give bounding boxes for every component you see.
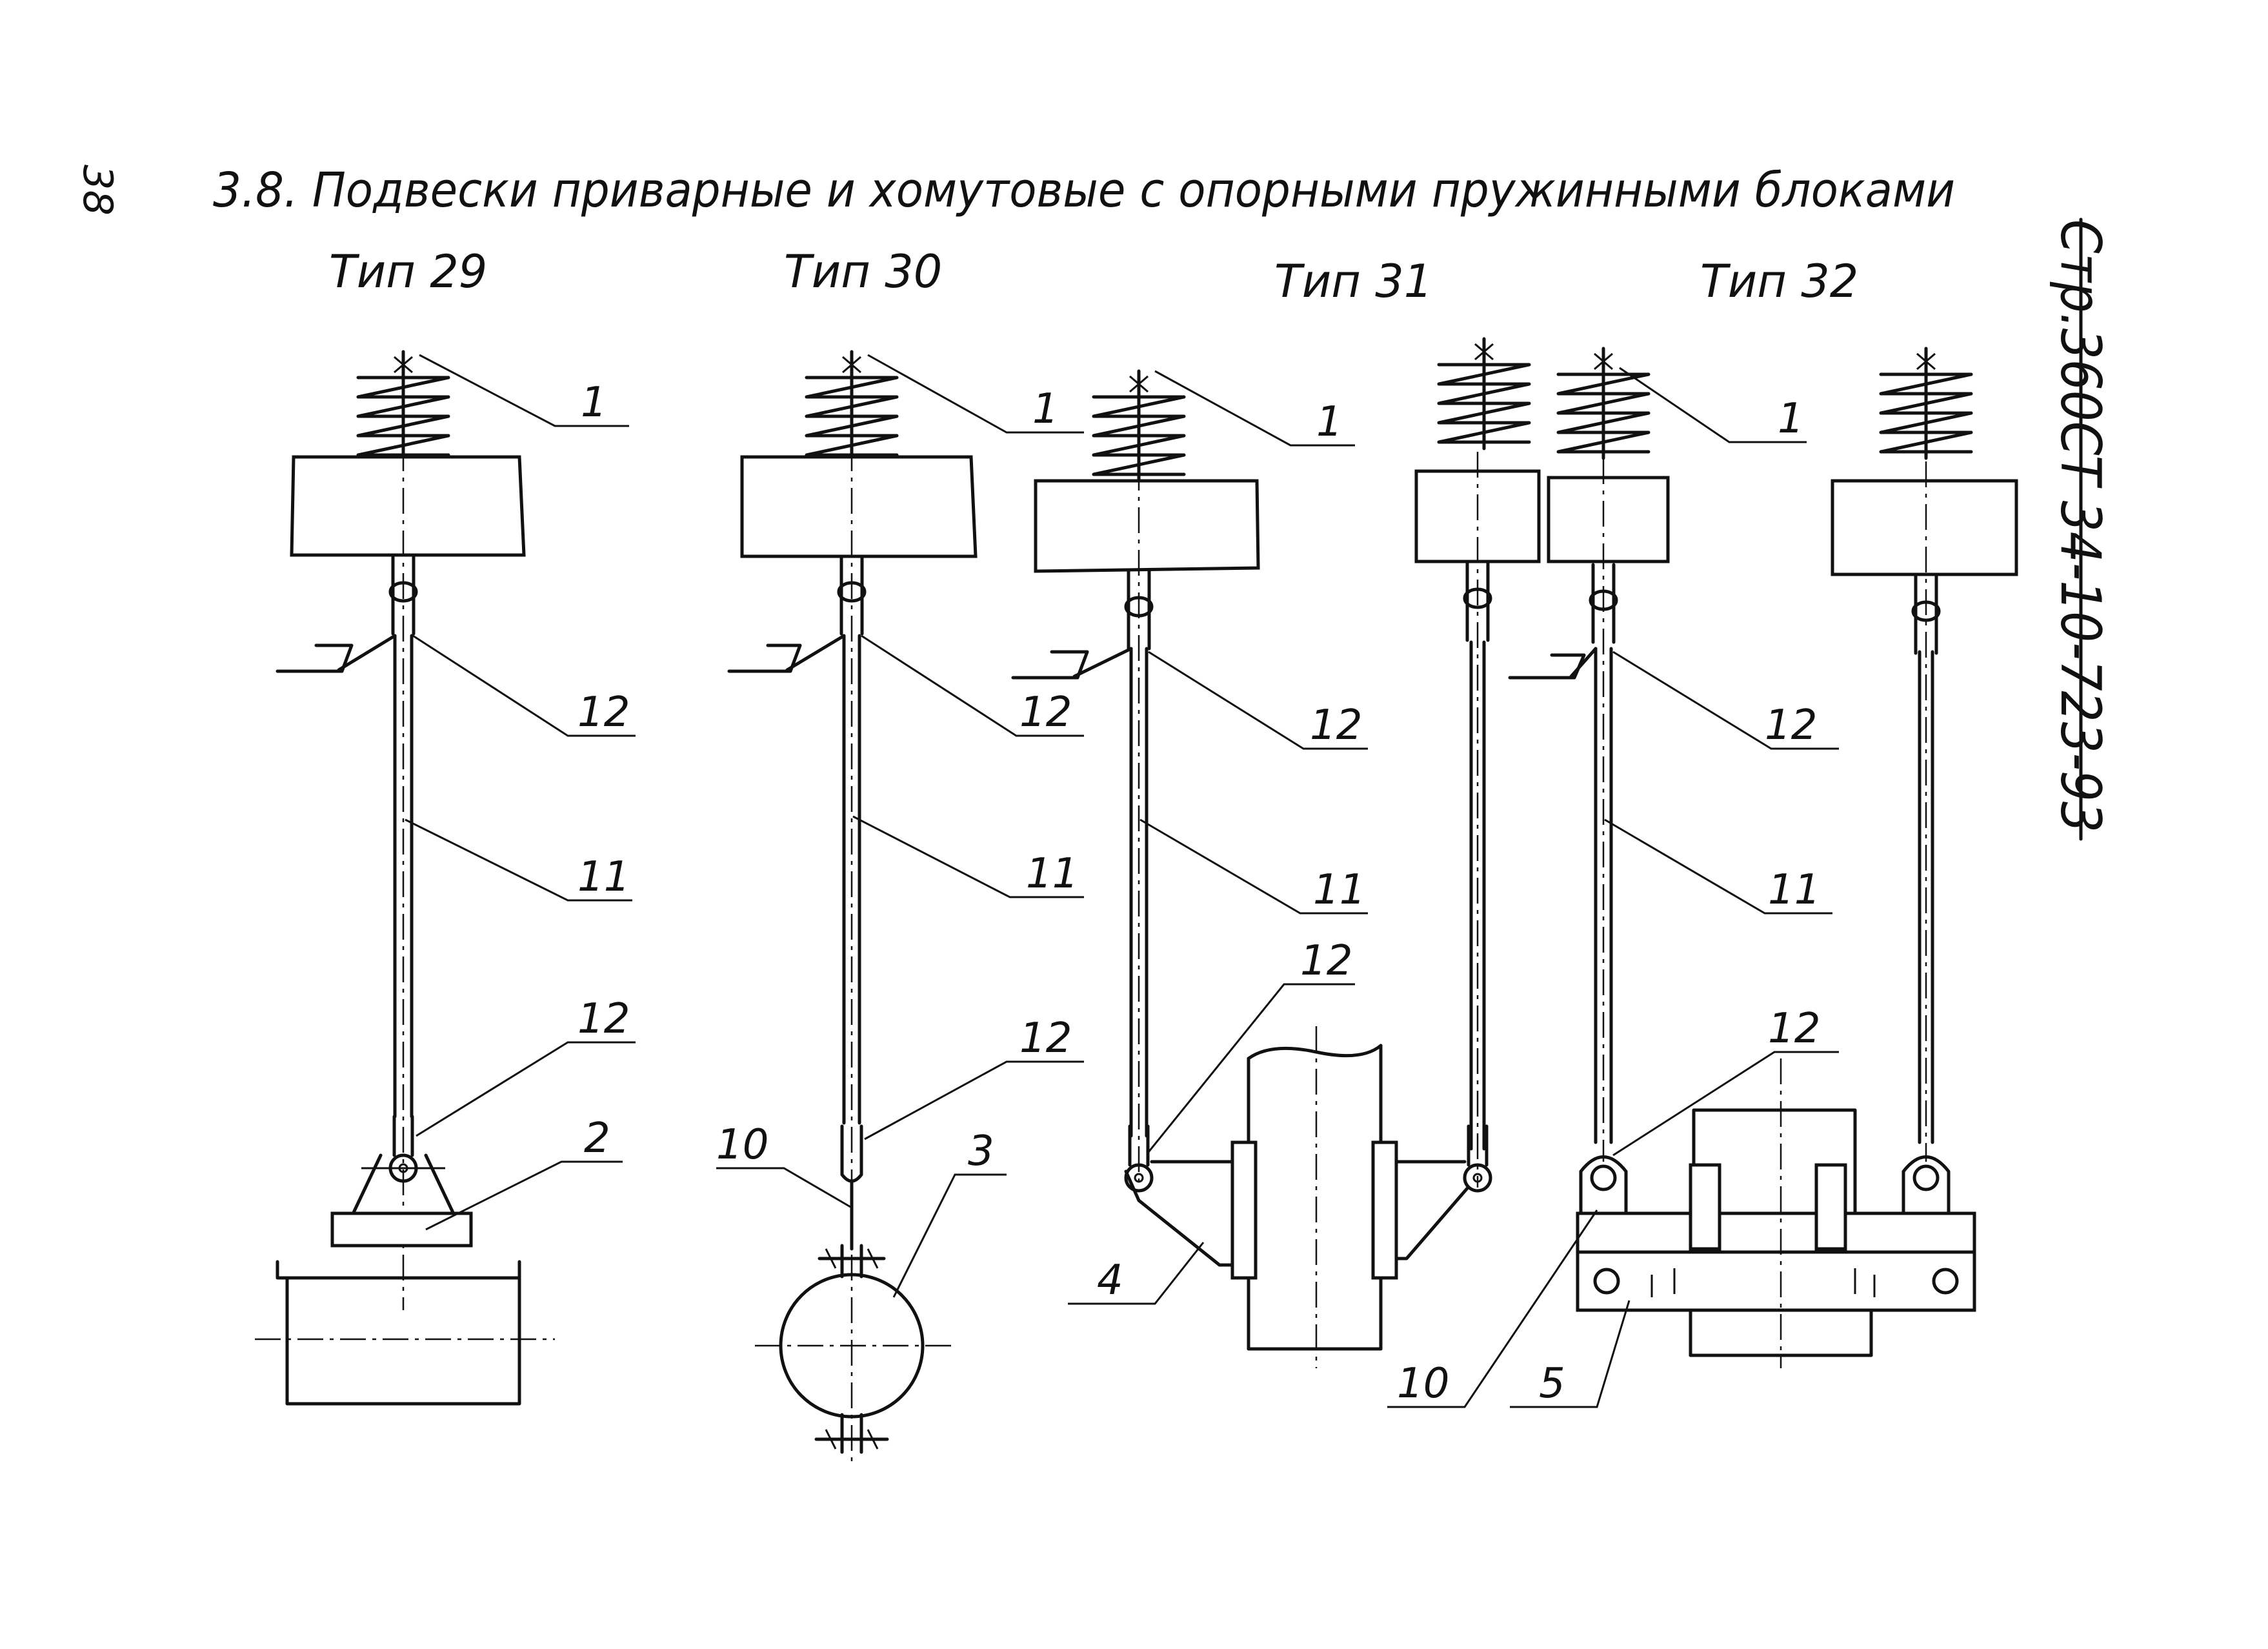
callout-5: 5	[1539, 1360, 1565, 1408]
spring-icon	[1881, 349, 1971, 458]
type-29-label: Тип 29	[329, 245, 487, 298]
callout-12-lower: 12	[577, 995, 630, 1043]
callout-1: 1	[581, 379, 607, 427]
sheet-heading: 3.8. Подвески приварные и хомутовые с оп…	[213, 163, 1955, 218]
spring-icon	[358, 352, 448, 461]
type-30-assembly: 1 12 11 12 10 3	[716, 352, 1084, 1465]
callout-12: 12	[1019, 689, 1072, 736]
spring-block	[740, 455, 978, 558]
spring-block-left	[1547, 476, 1670, 563]
spring-icon	[807, 352, 897, 461]
spring-block	[290, 455, 526, 557]
callout-1: 1	[1316, 398, 1343, 446]
page-number: 38	[74, 165, 121, 216]
type-30-label: Тип 30	[784, 245, 942, 298]
callout-12-lower: 12	[1019, 1015, 1072, 1062]
type-29-assembly: 1 12 11 12 2	[255, 352, 636, 1406]
callout-1: 1	[1032, 385, 1059, 433]
callout-10: 10	[716, 1121, 768, 1169]
type-32-label: Тип 32	[1700, 255, 1858, 308]
support-beam	[1576, 1211, 1976, 1312]
spring-block-right	[1831, 479, 2018, 576]
spring-icon	[1439, 339, 1529, 449]
callout-4: 4	[1097, 1257, 1123, 1304]
spring-block-left	[1034, 479, 1260, 573]
callout-12: 12	[1310, 702, 1362, 749]
type-32-assembly: 1 12 11 12 10 5	[1387, 349, 2018, 1408]
spring-icon	[1558, 349, 1649, 458]
callout-1: 1	[1778, 395, 1804, 443]
callout-12-lower: 12	[1300, 937, 1352, 985]
callout-11: 11	[577, 853, 630, 901]
callout-12: 12	[577, 689, 630, 736]
callout-12: 12	[1765, 702, 1817, 749]
callout-11: 11	[1768, 866, 1820, 914]
type-31-label: Тип 31	[1274, 255, 1432, 308]
callout-11: 11	[1313, 866, 1365, 914]
callout-10: 10	[1397, 1360, 1449, 1408]
callout-12-lower: 12	[1768, 1005, 1820, 1053]
type-31-assembly: 1 12 11 12 4	[1011, 339, 1541, 1368]
callout-11: 11	[1026, 850, 1078, 898]
spring-icon	[1094, 371, 1184, 481]
callout-3: 3	[968, 1128, 994, 1175]
callout-2: 2	[584, 1115, 610, 1162]
